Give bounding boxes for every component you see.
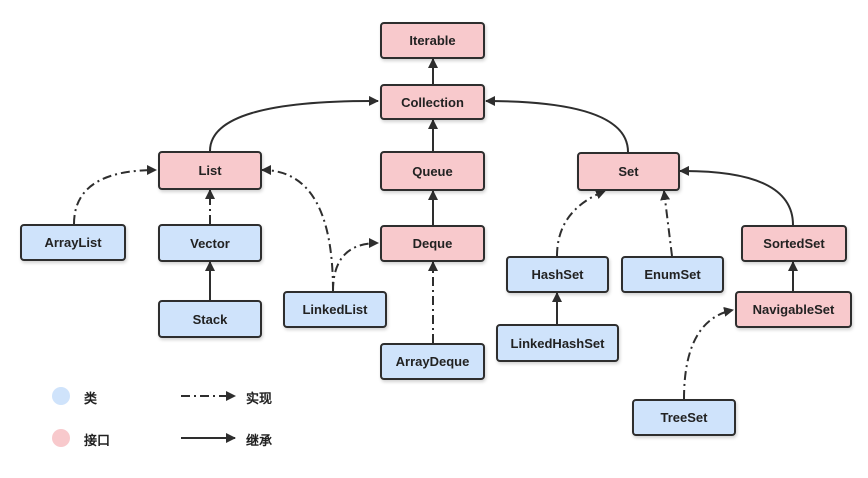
legend-class-label: 类 <box>84 392 98 407</box>
node-sortedset: SortedSet <box>741 225 847 262</box>
legend-interface-swatch <box>52 429 70 447</box>
node-label: NavigableSet <box>752 302 835 317</box>
node-list: List <box>158 151 262 190</box>
node-linkedhashset: LinkedHashSet <box>496 324 619 362</box>
node-stack: Stack <box>158 300 262 338</box>
node-label: Deque <box>412 236 453 251</box>
node-label: Collection <box>401 94 464 110</box>
edge-enumset-set <box>660 190 673 257</box>
node-label: List <box>198 163 222 178</box>
node-label: LinkedHashSet <box>510 335 605 351</box>
node-linkedlist: LinkedList <box>283 291 387 328</box>
node-label: Iterable <box>409 33 456 48</box>
edge-sortedset-set <box>679 165 794 226</box>
node-treeset: TreeSet <box>632 399 736 436</box>
node-set: Set <box>577 152 680 191</box>
node-hashset: HashSet <box>506 256 609 293</box>
edge-hashset-set <box>556 189 606 257</box>
node-deque: Deque <box>380 225 485 262</box>
edge-treeset-navigableset <box>683 306 734 400</box>
node-label: ArrayDeque <box>395 354 470 369</box>
edge-set-collection <box>485 96 629 153</box>
legend-interface-label: 接口 <box>84 434 111 449</box>
node-vector: Vector <box>158 224 262 262</box>
edge-linkedlist-deque <box>332 238 379 292</box>
node-label: TreeSet <box>660 410 708 425</box>
edge-list-collection <box>209 95 379 152</box>
node-navigableset: NavigableSet <box>735 291 852 328</box>
edge-arraylist-list <box>73 165 157 225</box>
node-label: Set <box>618 164 639 179</box>
legend-extends-label: 继承 <box>246 434 273 449</box>
node-label: EnumSet <box>644 267 701 282</box>
node-queue: Queue <box>380 151 485 191</box>
legend-implements-label: 实现 <box>246 392 273 407</box>
node-label: LinkedList <box>302 302 368 317</box>
legend-class-swatch <box>52 387 70 405</box>
node-label: Vector <box>190 235 230 251</box>
node-label: HashSet <box>531 267 584 282</box>
edge-linkedlist-list <box>261 165 334 292</box>
node-arraydeque: ArrayDeque <box>380 343 485 380</box>
node-label: Stack <box>192 311 228 327</box>
node-collection: Collection <box>380 84 485 120</box>
node-enumset: EnumSet <box>621 256 724 293</box>
node-iterable: Iterable <box>380 22 485 59</box>
node-label: Queue <box>412 163 453 179</box>
node-label: ArrayList <box>44 235 102 250</box>
node-label: SortedSet <box>763 236 825 251</box>
node-arraylist: ArrayList <box>20 224 126 261</box>
